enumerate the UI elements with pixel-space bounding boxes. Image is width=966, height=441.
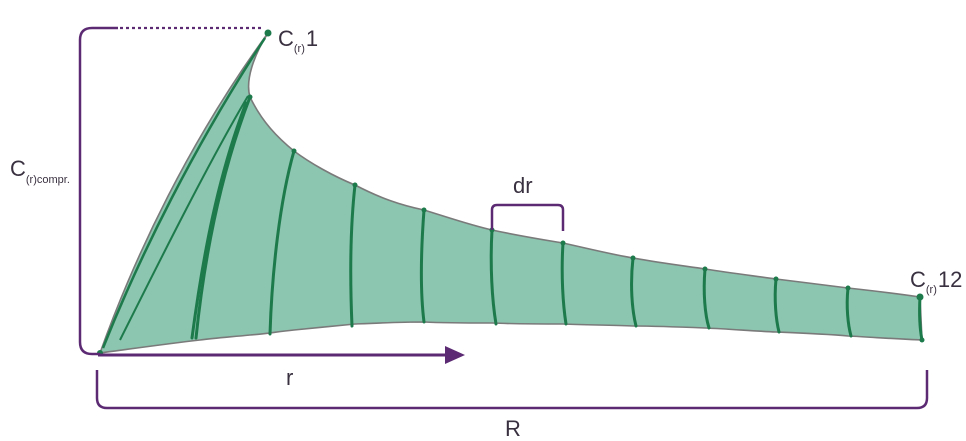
- r-arrow-head: [445, 346, 465, 364]
- blade-trailing-edge-line: [119, 95, 249, 341]
- label-dr: dr: [513, 173, 533, 198]
- blade-shape: [98, 32, 923, 354]
- section-line-8: [702, 267, 711, 330]
- blade-leading-edge: [101, 37, 267, 349]
- label-c-compr: C(r)compr.: [10, 156, 70, 186]
- dr-bracket: [490, 203, 565, 231]
- section-line-1b: [190, 101, 248, 340]
- section-line-10: [845, 286, 853, 338]
- label-c12: C(r)12: [910, 267, 962, 296]
- section-line-5: [489, 228, 498, 326]
- node-end: [916, 293, 924, 301]
- section-line-1: [194, 95, 252, 340]
- label-r: r: [286, 365, 293, 390]
- compr-bracket: [78, 26, 118, 356]
- label-c1: C(r)1: [278, 26, 318, 55]
- section-line-3: [349, 183, 357, 328]
- label-R: R: [505, 416, 521, 441]
- section-lines: [190, 95, 924, 342]
- section-line-6: [560, 241, 568, 326]
- section-line-4: [419, 208, 426, 324]
- section-line-11: [918, 295, 924, 342]
- section-line-9: [773, 277, 781, 334]
- section-line-7: [630, 256, 638, 328]
- section-line-2: [268, 149, 296, 336]
- node-tip: [264, 29, 272, 37]
- R-bracket: [95, 370, 929, 410]
